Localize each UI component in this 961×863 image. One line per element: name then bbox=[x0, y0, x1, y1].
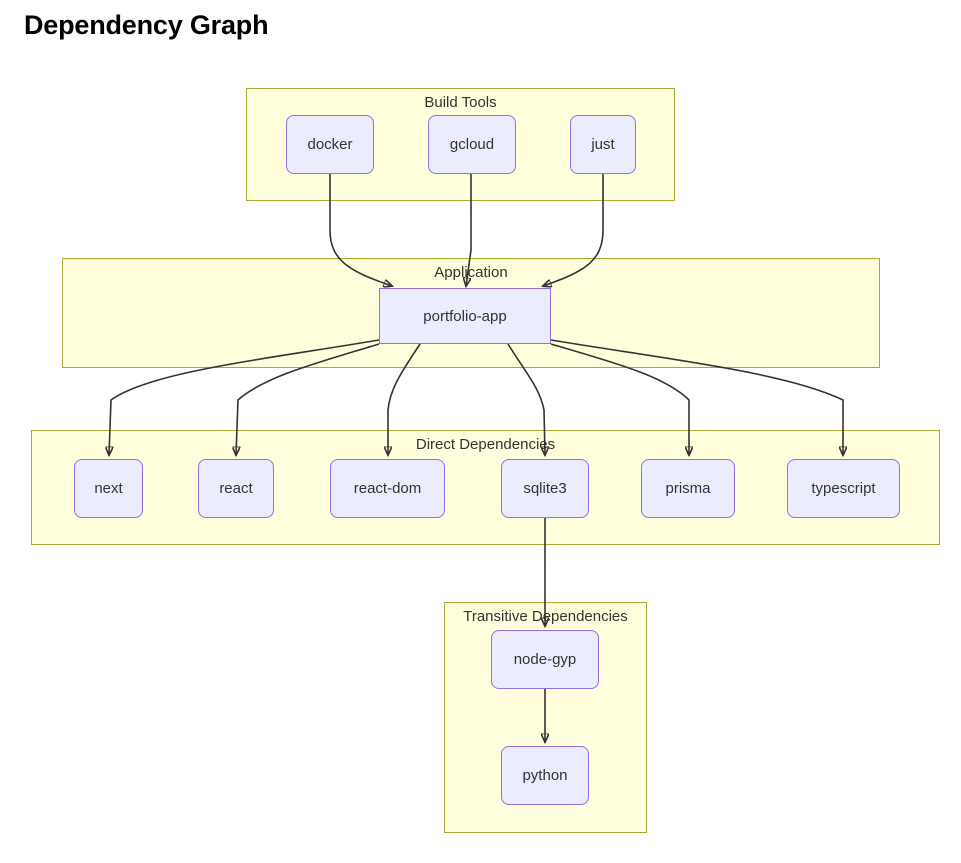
node-sqlite3[interactable]: sqlite3 bbox=[501, 459, 589, 518]
node-python[interactable]: python bbox=[501, 746, 589, 805]
node-label-typescript: typescript bbox=[811, 480, 876, 497]
node-just[interactable]: just bbox=[570, 115, 636, 174]
node-label-node-gyp: node-gyp bbox=[513, 651, 577, 668]
node-label-portfolio-app: portfolio-app bbox=[423, 307, 507, 325]
node-react-dom[interactable]: react-dom bbox=[330, 459, 445, 518]
node-label-prisma: prisma bbox=[665, 480, 711, 497]
node-label-just: just bbox=[591, 136, 615, 153]
cluster-label-application: Application bbox=[434, 264, 508, 281]
node-prisma[interactable]: prisma bbox=[641, 459, 735, 518]
node-label-docker: docker bbox=[307, 136, 353, 153]
node-gcloud[interactable]: gcloud bbox=[428, 115, 516, 174]
cluster-label-transitive-dependencies: Transitive Dependencies bbox=[463, 608, 628, 625]
node-typescript[interactable]: typescript bbox=[787, 459, 900, 518]
node-react[interactable]: react bbox=[198, 459, 274, 518]
node-label-react-dom: react-dom bbox=[353, 480, 422, 497]
node-docker[interactable]: docker bbox=[286, 115, 374, 174]
node-node-gyp[interactable]: node-gyp bbox=[491, 630, 599, 689]
cluster-label-build-tools: Build Tools bbox=[424, 94, 497, 111]
cluster-label-direct-dependencies: Direct Dependencies bbox=[415, 436, 556, 453]
node-label-sqlite3: sqlite3 bbox=[523, 480, 567, 497]
page-title: Dependency Graph bbox=[24, 10, 269, 40]
node-label-next: next bbox=[94, 480, 123, 497]
node-portfolio-app[interactable]: portfolio-app bbox=[379, 288, 551, 344]
node-label-react: react bbox=[219, 480, 253, 497]
node-label-gcloud: gcloud bbox=[449, 136, 495, 153]
node-next[interactable]: next bbox=[74, 459, 143, 518]
node-label-python: python bbox=[522, 767, 568, 784]
